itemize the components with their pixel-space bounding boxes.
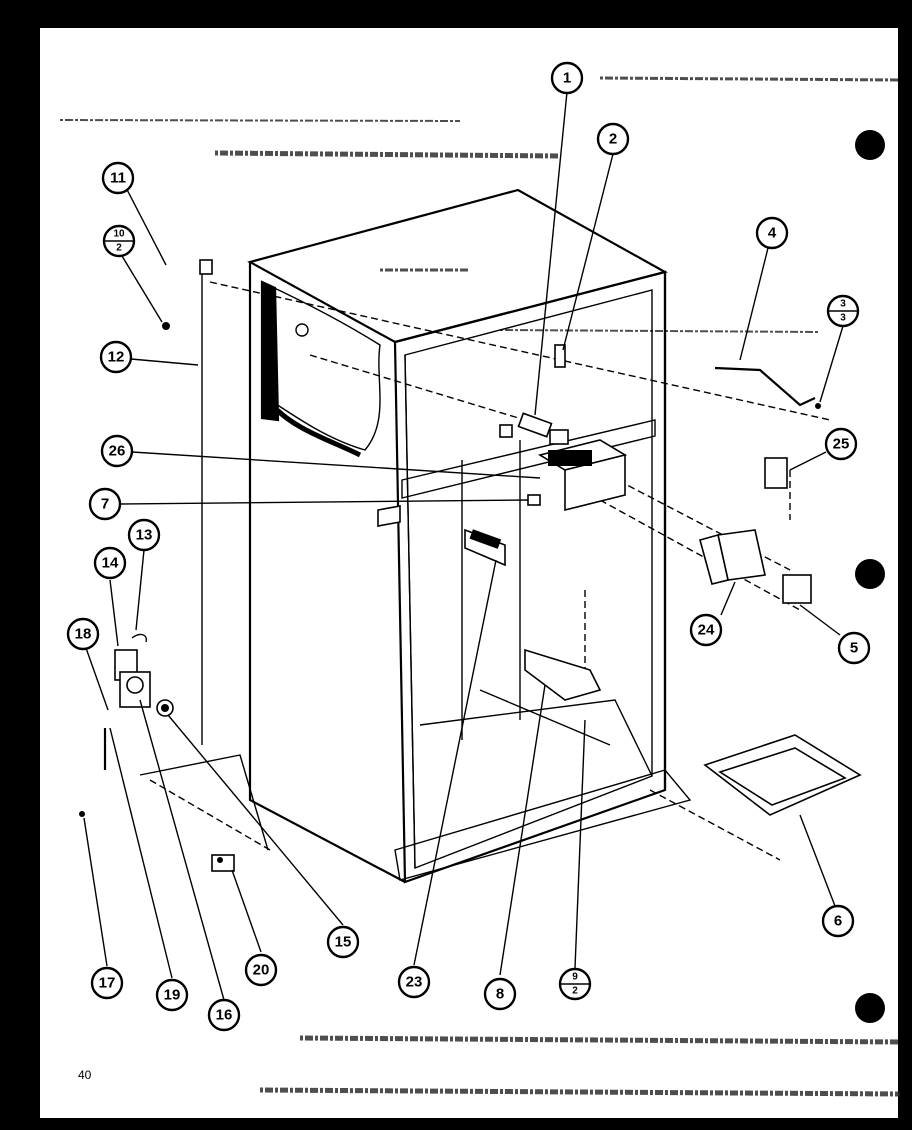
callout-1: 1 — [550, 61, 584, 95]
part-bushing — [499, 424, 513, 438]
callout-25: 25 — [824, 427, 858, 461]
callout-10: 102 — [102, 224, 136, 258]
svg-text:23: 23 — [406, 974, 423, 991]
part-5-cover — [782, 574, 812, 604]
part-10-nut — [162, 322, 170, 330]
part-6-tray — [703, 734, 862, 816]
leader-lines — [83, 91, 844, 1001]
callout-14: 14 — [93, 546, 127, 580]
part-17-screw — [79, 811, 85, 817]
insulation-cutaway — [260, 280, 381, 458]
callout-5: 5 — [837, 631, 871, 665]
svg-text:20: 20 — [253, 962, 270, 979]
svg-text:15: 15 — [335, 934, 352, 951]
svg-text:8: 8 — [496, 986, 504, 1003]
svg-text:3: 3 — [840, 313, 846, 324]
svg-text:3: 3 — [840, 299, 846, 310]
part-3-screw — [815, 403, 821, 409]
svg-text:26: 26 — [109, 443, 126, 460]
callout-23: 23 — [397, 965, 431, 999]
svg-text:12: 12 — [108, 349, 125, 366]
callout-18: 18 — [66, 617, 100, 651]
svg-text:5: 5 — [850, 640, 858, 657]
callout-4: 4 — [755, 216, 789, 250]
parts — [79, 259, 862, 872]
callout-26: 26 — [100, 434, 134, 468]
part-25-pad — [764, 457, 788, 489]
part-2-clip — [554, 344, 566, 368]
svg-text:7: 7 — [101, 496, 109, 513]
svg-text:19: 19 — [164, 987, 181, 1004]
callout-9: 92 — [558, 967, 592, 1001]
callout-24: 24 — [689, 613, 723, 647]
callout-bubbles: 1 2 33 4 5 6 7 8 92 102 11 12 13 14 15 1… — [66, 61, 871, 1032]
part-26-control-housing — [537, 429, 628, 512]
scan-artifacts — [59, 76, 901, 1097]
svg-text:11: 11 — [110, 170, 126, 187]
svg-text:10: 10 — [113, 229, 125, 240]
svg-text:14: 14 — [102, 555, 119, 572]
callout-6: 6 — [821, 904, 855, 938]
svg-text:2: 2 — [572, 986, 578, 997]
callout-13: 13 — [127, 518, 161, 552]
callout-3: 33 — [826, 294, 860, 328]
part-11-screw — [199, 259, 213, 275]
part-14-thermostat — [114, 649, 151, 708]
part-24-side — [699, 534, 729, 585]
part-20-switch — [211, 854, 235, 872]
svg-text:17: 17 — [99, 975, 116, 992]
callout-20: 20 — [244, 953, 278, 987]
binder-holes — [855, 130, 885, 1023]
svg-text:4: 4 — [768, 225, 777, 242]
svg-text:6: 6 — [834, 913, 842, 930]
svg-text:18: 18 — [75, 626, 92, 643]
part-8-bracket — [524, 648, 602, 701]
callout-8: 8 — [483, 977, 517, 1011]
svg-text:2: 2 — [609, 131, 617, 148]
part-4-rod — [714, 366, 816, 407]
callout-17: 17 — [90, 966, 124, 1000]
callout-7: 7 — [88, 487, 122, 521]
callout-16: 16 — [207, 998, 241, 1032]
callout-12: 12 — [99, 340, 133, 374]
part-13-clip — [131, 633, 147, 643]
callout-15: 15 — [326, 925, 360, 959]
svg-text:2: 2 — [116, 243, 122, 254]
svg-text:24: 24 — [698, 622, 715, 639]
page-number: 40 — [78, 1068, 92, 1082]
assembly-guide-lines — [139, 270, 831, 861]
svg-text:9: 9 — [572, 972, 578, 983]
refrigerator-cabinet — [247, 188, 692, 884]
part-7-holder — [377, 505, 401, 527]
svg-text:25: 25 — [833, 436, 850, 453]
part-7-clip — [527, 494, 541, 506]
svg-text:13: 13 — [136, 527, 153, 544]
callout-19: 19 — [155, 978, 189, 1012]
callout-11: 11 — [101, 161, 135, 195]
svg-text:16: 16 — [216, 1007, 233, 1024]
part-1-pin — [517, 412, 553, 438]
callout-2: 2 — [596, 122, 630, 156]
svg-text:1: 1 — [563, 70, 571, 87]
